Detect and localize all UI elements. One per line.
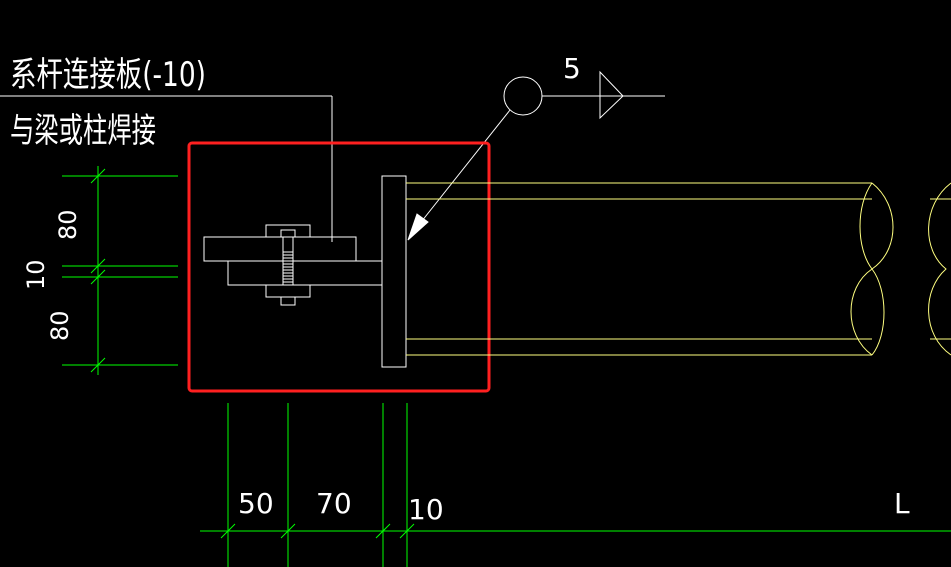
dim-horizontal-third: 10	[408, 493, 444, 526]
horizontal-dimensions	[200, 403, 951, 567]
annotation-leader	[0, 95, 333, 242]
connection-plate	[203, 236, 357, 262]
annotation-line-2: 与梁或柱焊接	[10, 111, 156, 151]
annotation-line-1: 系杆连接板(-10)	[10, 55, 206, 95]
dim-vertical-bottom: 80	[46, 310, 74, 341]
connection-detail	[203, 175, 407, 368]
weld-arrow-head	[407, 213, 429, 241]
bolt-washer-bottom	[280, 296, 296, 306]
end-plate	[381, 175, 407, 368]
weld-symbol	[407, 70, 665, 241]
weld-arrow-line	[409, 109, 511, 237]
bolt-washer-top	[280, 229, 296, 238]
tubular-member	[406, 182, 951, 356]
dim-vertical-top: 80	[54, 209, 82, 240]
highlight-box	[187, 141, 491, 393]
dim-horizontal-second: 70	[316, 487, 352, 520]
break-line-2	[928, 182, 951, 356]
weld-all-around-circle	[503, 76, 543, 116]
bolt-nut-bottom	[265, 284, 311, 298]
dim-horizontal-length: L	[894, 487, 910, 520]
tie-rod-plate	[227, 260, 383, 286]
bolt-head-top	[265, 224, 311, 238]
dim-vertical-middle: 10	[22, 259, 50, 290]
dim-horizontal-first: 50	[238, 487, 274, 520]
vertical-dimensions	[62, 166, 178, 375]
weld-size-label: 5	[563, 52, 581, 85]
weld-fillet-triangle	[599, 70, 624, 120]
bolt-thread	[283, 251, 293, 283]
